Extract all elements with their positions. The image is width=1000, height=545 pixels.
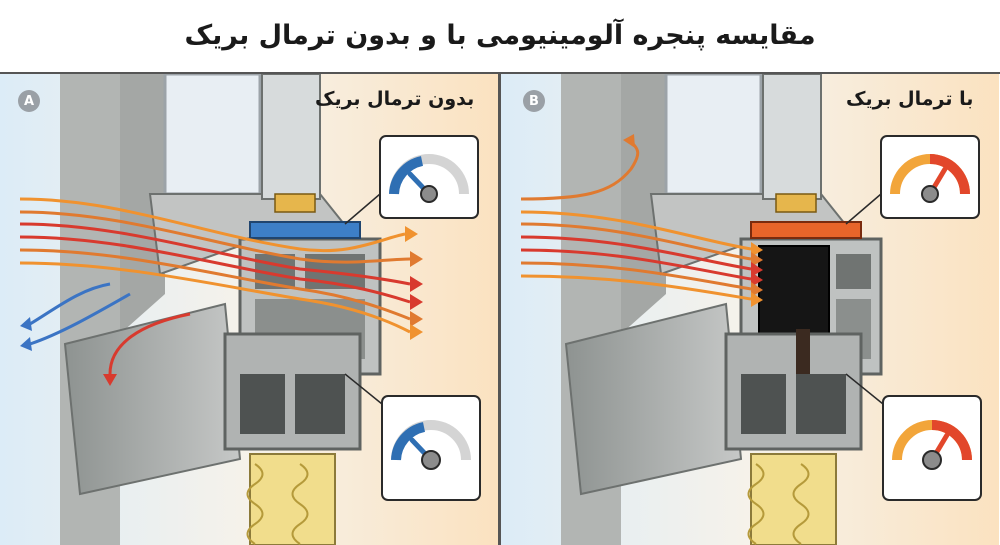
heat-flow-arrow — [19, 210, 411, 264]
temperature-gauge-bottom — [882, 395, 982, 501]
window-section-illustration-b — [501, 74, 999, 545]
temperature-gauge-top — [379, 135, 479, 219]
window-sill — [564, 302, 743, 496]
cold-flow-arrow — [29, 282, 111, 326]
wall-insulation — [249, 453, 336, 545]
heat-flow-arrow — [19, 197, 406, 253]
panel-label: با ترمال بریک — [846, 88, 974, 110]
heat-flow-arrow — [19, 248, 411, 321]
glass-pane — [664, 74, 763, 196]
heat-flow-arrow — [520, 140, 640, 201]
heat-flow-arrow — [108, 312, 191, 375]
thermal-break-strip — [796, 329, 810, 374]
page-title: مقایسه پنجره آلومینیومی با و بدون ترمال … — [184, 19, 816, 51]
panel-with-thermal-break: B با ترمال بریک — [501, 74, 999, 545]
profile-chamber — [240, 374, 285, 434]
panel-divider — [498, 74, 501, 545]
temperature-gauge-top — [880, 135, 980, 219]
cold-flow-arrow — [29, 292, 131, 346]
heat-flow-arrow — [520, 274, 752, 301]
heat-flow-arrow — [19, 235, 411, 304]
profile-chamber — [295, 374, 345, 434]
heat-flow-arrow — [19, 222, 411, 286]
profile-chamber — [796, 374, 846, 434]
heat-flow-arrow — [520, 222, 752, 261]
temperature-gauge-bottom — [381, 395, 481, 501]
panel-label: بدون ترمال بریک — [315, 88, 475, 110]
title-divider — [0, 72, 1000, 74]
heat-flow-arrow — [520, 235, 752, 271]
heat-flow-arrow — [19, 261, 411, 334]
heat-flow-arrow — [520, 261, 752, 291]
heat-flow-arrow — [520, 248, 752, 281]
glass-pane — [163, 74, 262, 196]
window-section-illustration-a — [0, 74, 498, 545]
profile-chamber — [836, 254, 871, 289]
seal-strip — [775, 193, 817, 213]
glass-unit-edge — [261, 74, 321, 200]
panel-badge: A — [18, 90, 40, 112]
heat-flow-arrow — [520, 210, 752, 251]
gasket — [750, 221, 862, 239]
panel-badge: B — [523, 90, 545, 112]
glass-unit-edge — [762, 74, 822, 200]
panel-without-thermal-break: A بدون ترمال بریک — [0, 74, 498, 545]
profile-chamber — [741, 374, 786, 434]
gasket — [249, 221, 361, 239]
wall-reveal — [120, 74, 165, 334]
seal-strip — [274, 193, 316, 213]
